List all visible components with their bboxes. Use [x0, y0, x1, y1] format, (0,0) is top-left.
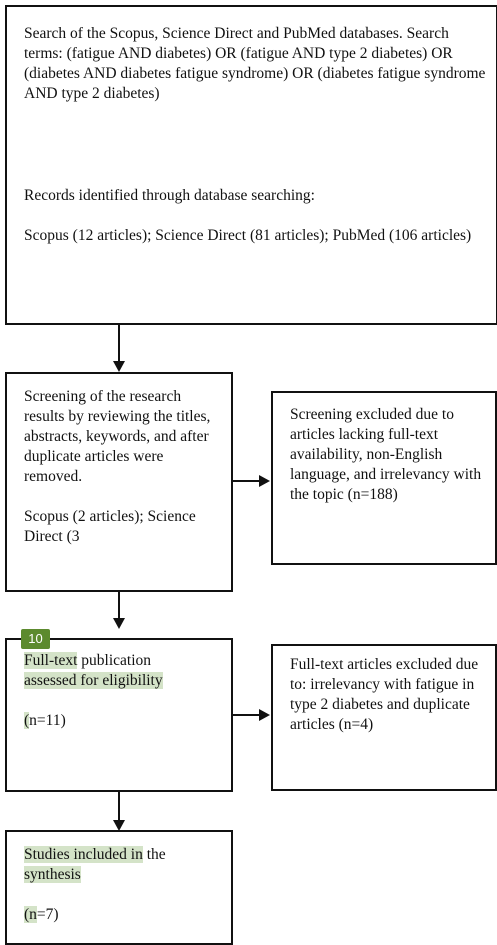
screening-excluded-description: Screening excluded due to articles lacki…: [290, 406, 482, 503]
studies-highlight: Studies included in: [24, 846, 143, 863]
arrowhead-fulltext-to-included: [113, 820, 125, 831]
arrow-screening-to-excluded: [233, 480, 261, 482]
search-box: Search of the Scopus, Science Direct and…: [5, 5, 497, 325]
fulltext-assessed-count: (n=11): [24, 711, 223, 731]
studies-included-line1: Studies included in the: [24, 845, 223, 865]
fulltext-assessed-box: Full-text publication assessed for eligi…: [5, 638, 233, 792]
count-open-highlight: (n: [24, 906, 37, 923]
arrow-fulltext-to-excluded: [233, 714, 261, 716]
fulltext-excluded-box: Full-text articles excluded due to: irre…: [271, 644, 497, 791]
screening-description: Screening of the research results by rev…: [24, 388, 211, 485]
records-identified-label: Records identified through database sear…: [24, 187, 315, 204]
arrow-screening-to-fulltext: [118, 592, 120, 620]
arrowhead-search-to-screening: [113, 361, 125, 372]
assessed-highlight: assessed for eligibility: [24, 672, 163, 689]
screening-counts: Scopus (2 articles); Science Direct (3: [24, 508, 196, 545]
arrowhead-fulltext-to-excluded: [259, 709, 270, 721]
arrow-fulltext-to-included: [118, 792, 120, 822]
fulltext-assessed-line2: assessed for eligibility: [24, 671, 223, 691]
studies-included-line2: synthesis: [24, 865, 223, 885]
fulltext-assessed-line1: Full-text publication: [24, 651, 223, 671]
count-rest: n=11): [29, 712, 66, 729]
search-description: Search of the Scopus, Science Direct and…: [24, 25, 486, 102]
records-identified-counts: Scopus (12 articles); Science Direct (81…: [24, 227, 472, 244]
the-text: the: [142, 846, 166, 863]
annotation-badge[interactable]: 10: [21, 629, 50, 649]
arrow-search-to-screening: [118, 325, 120, 363]
studies-included-count: (n=7): [24, 905, 223, 925]
screening-excluded-box: Screening excluded due to articles lacki…: [271, 391, 497, 565]
count-open-highlight: (: [24, 712, 30, 729]
fulltext-excluded-description: Full-text articles excluded due to: irre…: [290, 656, 479, 733]
synthesis-highlight: synthesis: [24, 866, 81, 883]
screening-box: Screening of the research results by rev…: [5, 372, 233, 592]
count-rest: =7): [36, 906, 59, 923]
fulltext-highlight: Full-text: [24, 652, 78, 669]
arrowhead-screening-to-fulltext: [113, 618, 125, 629]
studies-included-box: Studies included in the synthesis (n=7): [5, 830, 233, 945]
arrowhead-screening-to-excluded: [259, 475, 270, 487]
publication-text: publication: [77, 652, 152, 669]
